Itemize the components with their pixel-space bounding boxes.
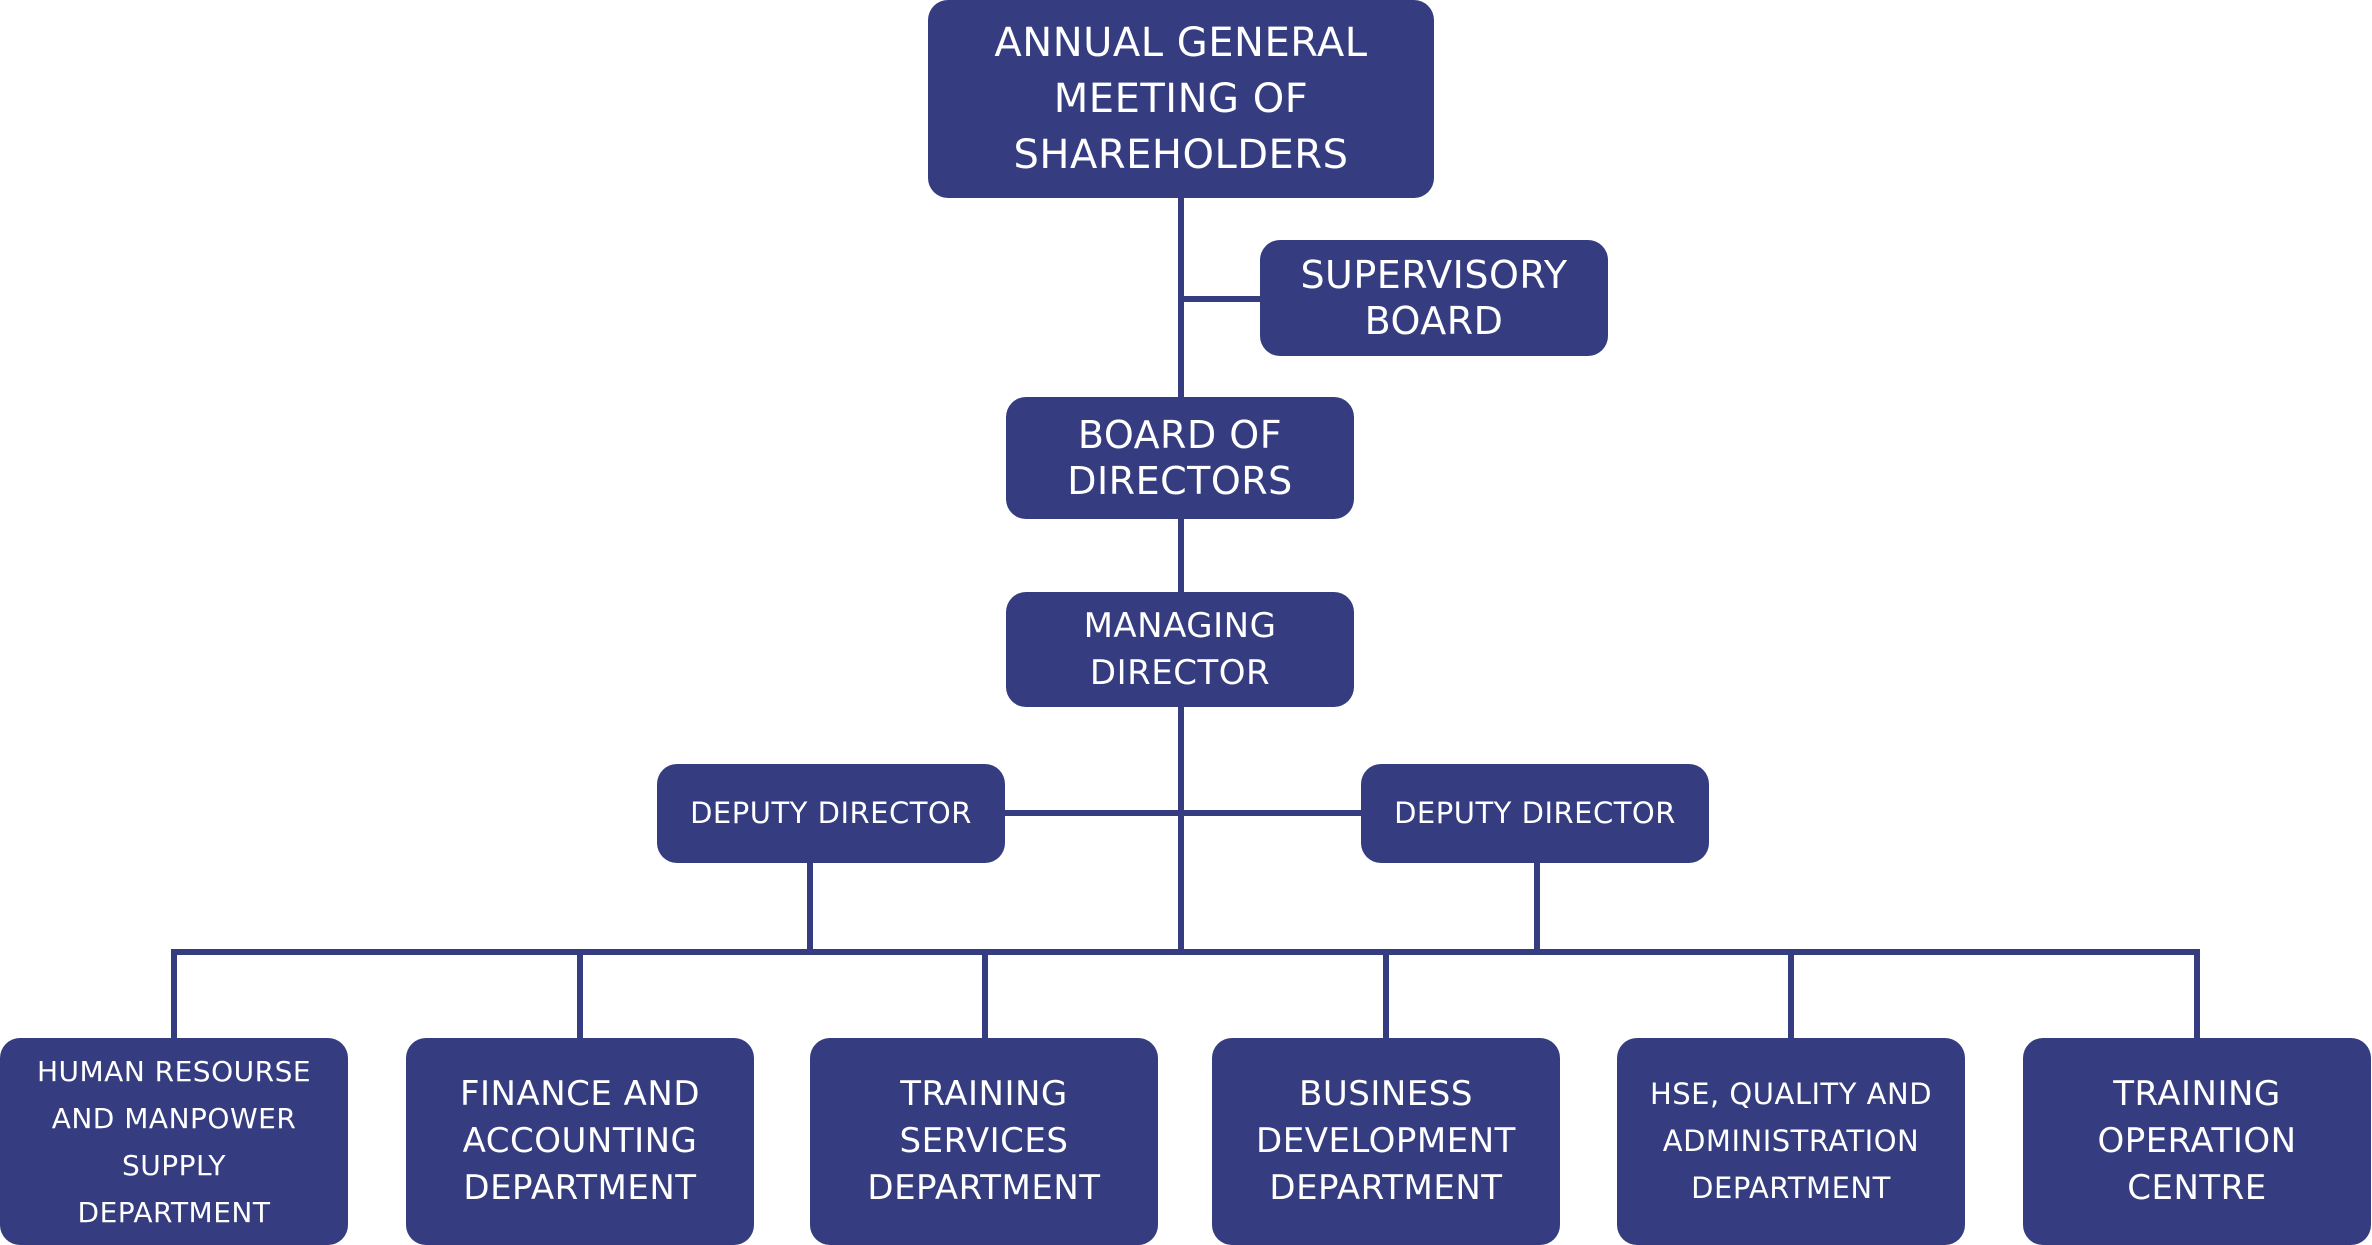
managing-director-box: MANAGING DIRECTOR bbox=[1006, 592, 1354, 707]
department-box: TRAINING SERVICES DEPARTMENT bbox=[810, 1038, 1158, 1245]
annual-general-meeting-box: ANNUAL GENERAL MEETING OF SHAREHOLDERS bbox=[928, 0, 1434, 198]
department-box: HUMAN RESOURSE AND MANPOWER SUPPLY DEPAR… bbox=[0, 1038, 348, 1245]
board-of-directors-box: BOARD OF DIRECTORS bbox=[1006, 397, 1354, 519]
department-box: TRAINING OPERATION CENTRE bbox=[2023, 1038, 2371, 1245]
deputy-director-left-box: DEPUTY DIRECTOR bbox=[657, 764, 1005, 863]
department-box: HSE, QUALITY AND ADMINISTRATION DEPARTME… bbox=[1617, 1038, 1965, 1245]
department-box: BUSINESS DEVELOPMENT DEPARTMENT bbox=[1212, 1038, 1560, 1245]
deputy-director-right-box: DEPUTY DIRECTOR bbox=[1361, 764, 1709, 863]
supervisory-board-box: SUPERVISORY BOARD bbox=[1260, 240, 1608, 356]
department-box: FINANCE AND ACCOUNTING DEPARTMENT bbox=[406, 1038, 754, 1245]
